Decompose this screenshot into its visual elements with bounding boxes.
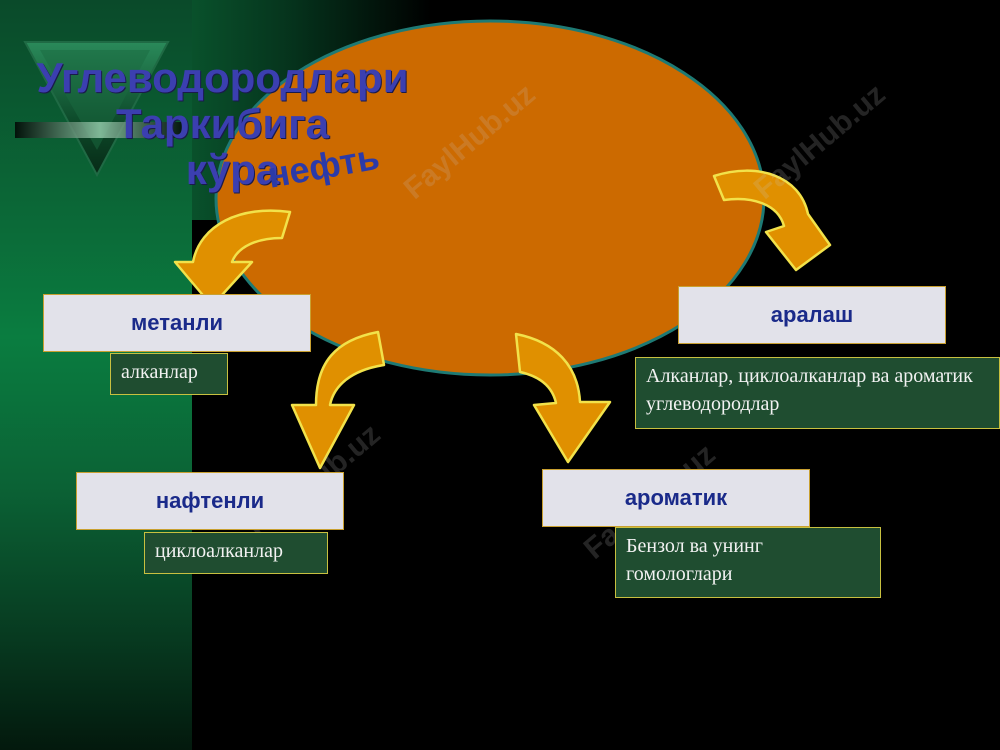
title-line-1: Углеводородлари (36, 54, 409, 101)
description-box-aralash: Алканлар, циклоалканлар ва ароматик угле… (635, 357, 1000, 429)
arrow-to-metan (173, 209, 292, 308)
title-line-3: кўра (185, 146, 280, 193)
arrow-to-naften (290, 330, 386, 470)
description-box-metan: алканлар (110, 353, 228, 395)
arrow-to-aromatik (514, 332, 612, 464)
description-box-naften: циклоалканлар (144, 532, 328, 574)
category-box-aromatik: ароматик (542, 469, 810, 527)
arrow-to-aralash (712, 169, 832, 272)
marble-triangle-logo (15, 41, 185, 178)
slide-title: Углеводородлари Таркибига кўра (0, 55, 445, 193)
category-box-naften: нафтенли (76, 472, 344, 530)
category-box-aralash: аралаш (678, 286, 946, 344)
description-box-aromatik: Бензол ва унинг гомологлари (615, 527, 881, 598)
category-box-metan: метанли (43, 294, 311, 352)
title-line-2: Таркибига (115, 100, 330, 147)
